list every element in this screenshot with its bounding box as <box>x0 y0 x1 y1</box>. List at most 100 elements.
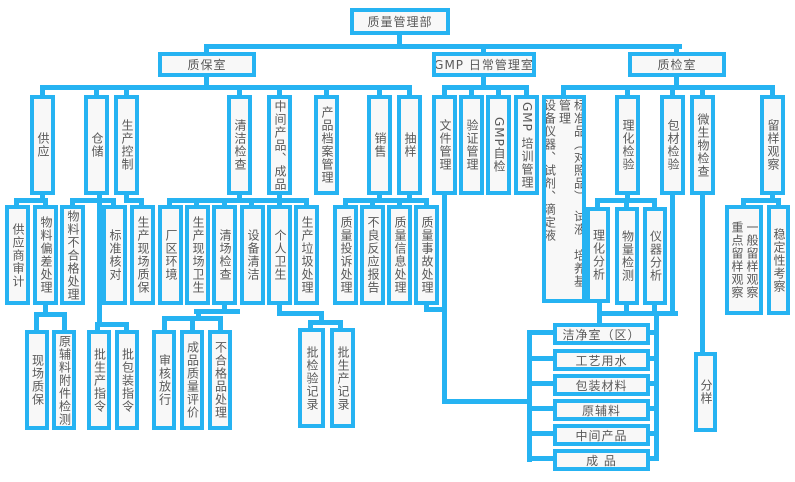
node-production-control: 生产控制 <box>114 95 139 195</box>
node-label: 文件管理 <box>438 119 452 171</box>
node-material-rejection-handling: 物料不合格处理 <box>60 205 85 305</box>
connector-line <box>650 330 659 335</box>
node-label: 不合格品处理 <box>213 341 228 419</box>
node-label: 质量事故处理 <box>420 216 434 294</box>
node-label: 洁净室（区） <box>562 327 641 342</box>
node-label: 中间产品、成品 <box>273 99 287 191</box>
connector-line <box>741 198 781 203</box>
node-label: 原辅料 <box>581 403 621 418</box>
connector-line <box>527 456 553 461</box>
node-label: 抽样 <box>403 132 417 158</box>
connector-line <box>481 44 486 53</box>
connector-line <box>308 320 343 325</box>
node-packaging-materials: 包装材料 <box>553 374 650 396</box>
node-label: 理化检验 <box>621 119 635 171</box>
node-microbial-examination: 微生物检查 <box>690 95 715 195</box>
connector-line <box>222 198 227 205</box>
connector-line <box>652 305 657 316</box>
connector-line <box>496 85 501 95</box>
node-nonconforming-product-handling: 不合格品处理 <box>208 330 232 430</box>
node-retained-sample-observation: 留样观察 <box>760 95 785 195</box>
node-batch-production-order: 批生产指令 <box>87 330 111 430</box>
connector-line <box>670 195 675 316</box>
node-batch-inspection-record: 批检验记录 <box>298 328 325 428</box>
node-label: 稳定性考察 <box>772 227 786 293</box>
node-raw-material-attachment-testing: 原辅料附件检测 <box>52 330 76 430</box>
connector-line <box>595 198 600 207</box>
connector-line <box>527 381 553 386</box>
connector-line <box>625 85 630 95</box>
connector-line <box>338 320 343 328</box>
connector-line <box>741 198 746 205</box>
node-label: 产品档案管理 <box>320 106 334 184</box>
node-label: 分样 <box>699 379 713 405</box>
connector-line <box>424 198 429 205</box>
node-label: 质量投诉处理 <box>339 216 353 294</box>
node-production-site-qa: 生产现场质保 <box>130 205 155 305</box>
node-qa-office: 质保室 <box>158 52 256 77</box>
node-supplier-audit: 供应商审计 <box>5 205 30 305</box>
connector-line <box>650 431 659 436</box>
node-label: 微生物检查 <box>696 112 710 178</box>
node-label: 清场检查 <box>218 229 232 281</box>
connector-line <box>124 322 129 330</box>
connector-line <box>343 198 348 205</box>
node-quality-info-handling: 质量信息处理 <box>387 205 412 305</box>
node-personal-hygiene: 个人卫生 <box>267 205 292 305</box>
connector-line <box>527 431 553 436</box>
connector-line <box>597 311 678 316</box>
node-label: 个人卫生 <box>273 229 287 281</box>
connector-line <box>524 85 529 95</box>
node-label: GMP 日常管理室 <box>434 58 534 72</box>
connector-line <box>319 311 324 323</box>
connector-line <box>700 195 705 352</box>
node-label: GMP 培训管理 <box>520 101 534 189</box>
node-label: 清洁检查 <box>233 119 247 171</box>
node-label: 物量检测 <box>620 230 635 282</box>
connector-line <box>597 311 602 323</box>
node-quality-management-dept: 质量管理部 <box>350 8 450 35</box>
node-stability-study: 稳定性考察 <box>767 205 790 315</box>
node-batch-packaging-order: 批包装指令 <box>115 330 139 430</box>
connector-line <box>343 198 428 203</box>
connector-line <box>95 322 129 327</box>
connector-line <box>304 198 309 205</box>
node-clean-room: 洁净室（区） <box>553 323 650 345</box>
node-label: 仪器分析 <box>648 230 663 282</box>
node-label: 质检室 <box>657 58 697 72</box>
node-review-release: 审核放行 <box>152 330 176 430</box>
connector-line <box>442 399 532 404</box>
node-label: 成 品 <box>586 453 617 468</box>
connector-line <box>650 381 659 386</box>
node-label: 批包装指令 <box>120 347 135 413</box>
node-material-deviation-handling: 物料偏差处理 <box>33 205 58 305</box>
node-batch-production-record: 批生产记录 <box>330 328 355 428</box>
connector-line <box>218 316 223 330</box>
node-label: 质量管理部 <box>367 15 433 29</box>
node-label: 工艺用水 <box>575 353 628 368</box>
connector-line <box>124 85 129 95</box>
connector-line <box>561 85 775 90</box>
node-label: GMP自检 <box>492 117 506 173</box>
connector-line <box>527 330 532 462</box>
node-label: 物料偏差处理 <box>39 216 53 294</box>
node-label: 生产现场卫生 <box>191 216 205 294</box>
connector-line <box>167 198 308 203</box>
connector-line <box>222 305 227 312</box>
connector-line <box>249 198 254 205</box>
connector-line <box>650 456 659 461</box>
connector-line <box>14 198 19 205</box>
connector-line <box>40 85 412 90</box>
node-label: 原辅料附件检测 <box>57 334 72 426</box>
connector-line <box>650 406 659 411</box>
node-supply: 供应 <box>30 95 55 195</box>
connector-line <box>442 85 529 90</box>
connector-line <box>62 312 67 330</box>
node-standards-reagents-mgmt: 标准品（对照品）、试液、培养基管理 设备仪器、试剂、滴定液 <box>542 95 586 303</box>
node-label: 销售 <box>373 132 387 158</box>
node-raw-auxiliary-materials: 原辅料 <box>553 399 650 421</box>
connector-line <box>14 198 46 203</box>
connector-line <box>204 44 209 53</box>
node-label: 物料不合格处理 <box>66 209 80 301</box>
